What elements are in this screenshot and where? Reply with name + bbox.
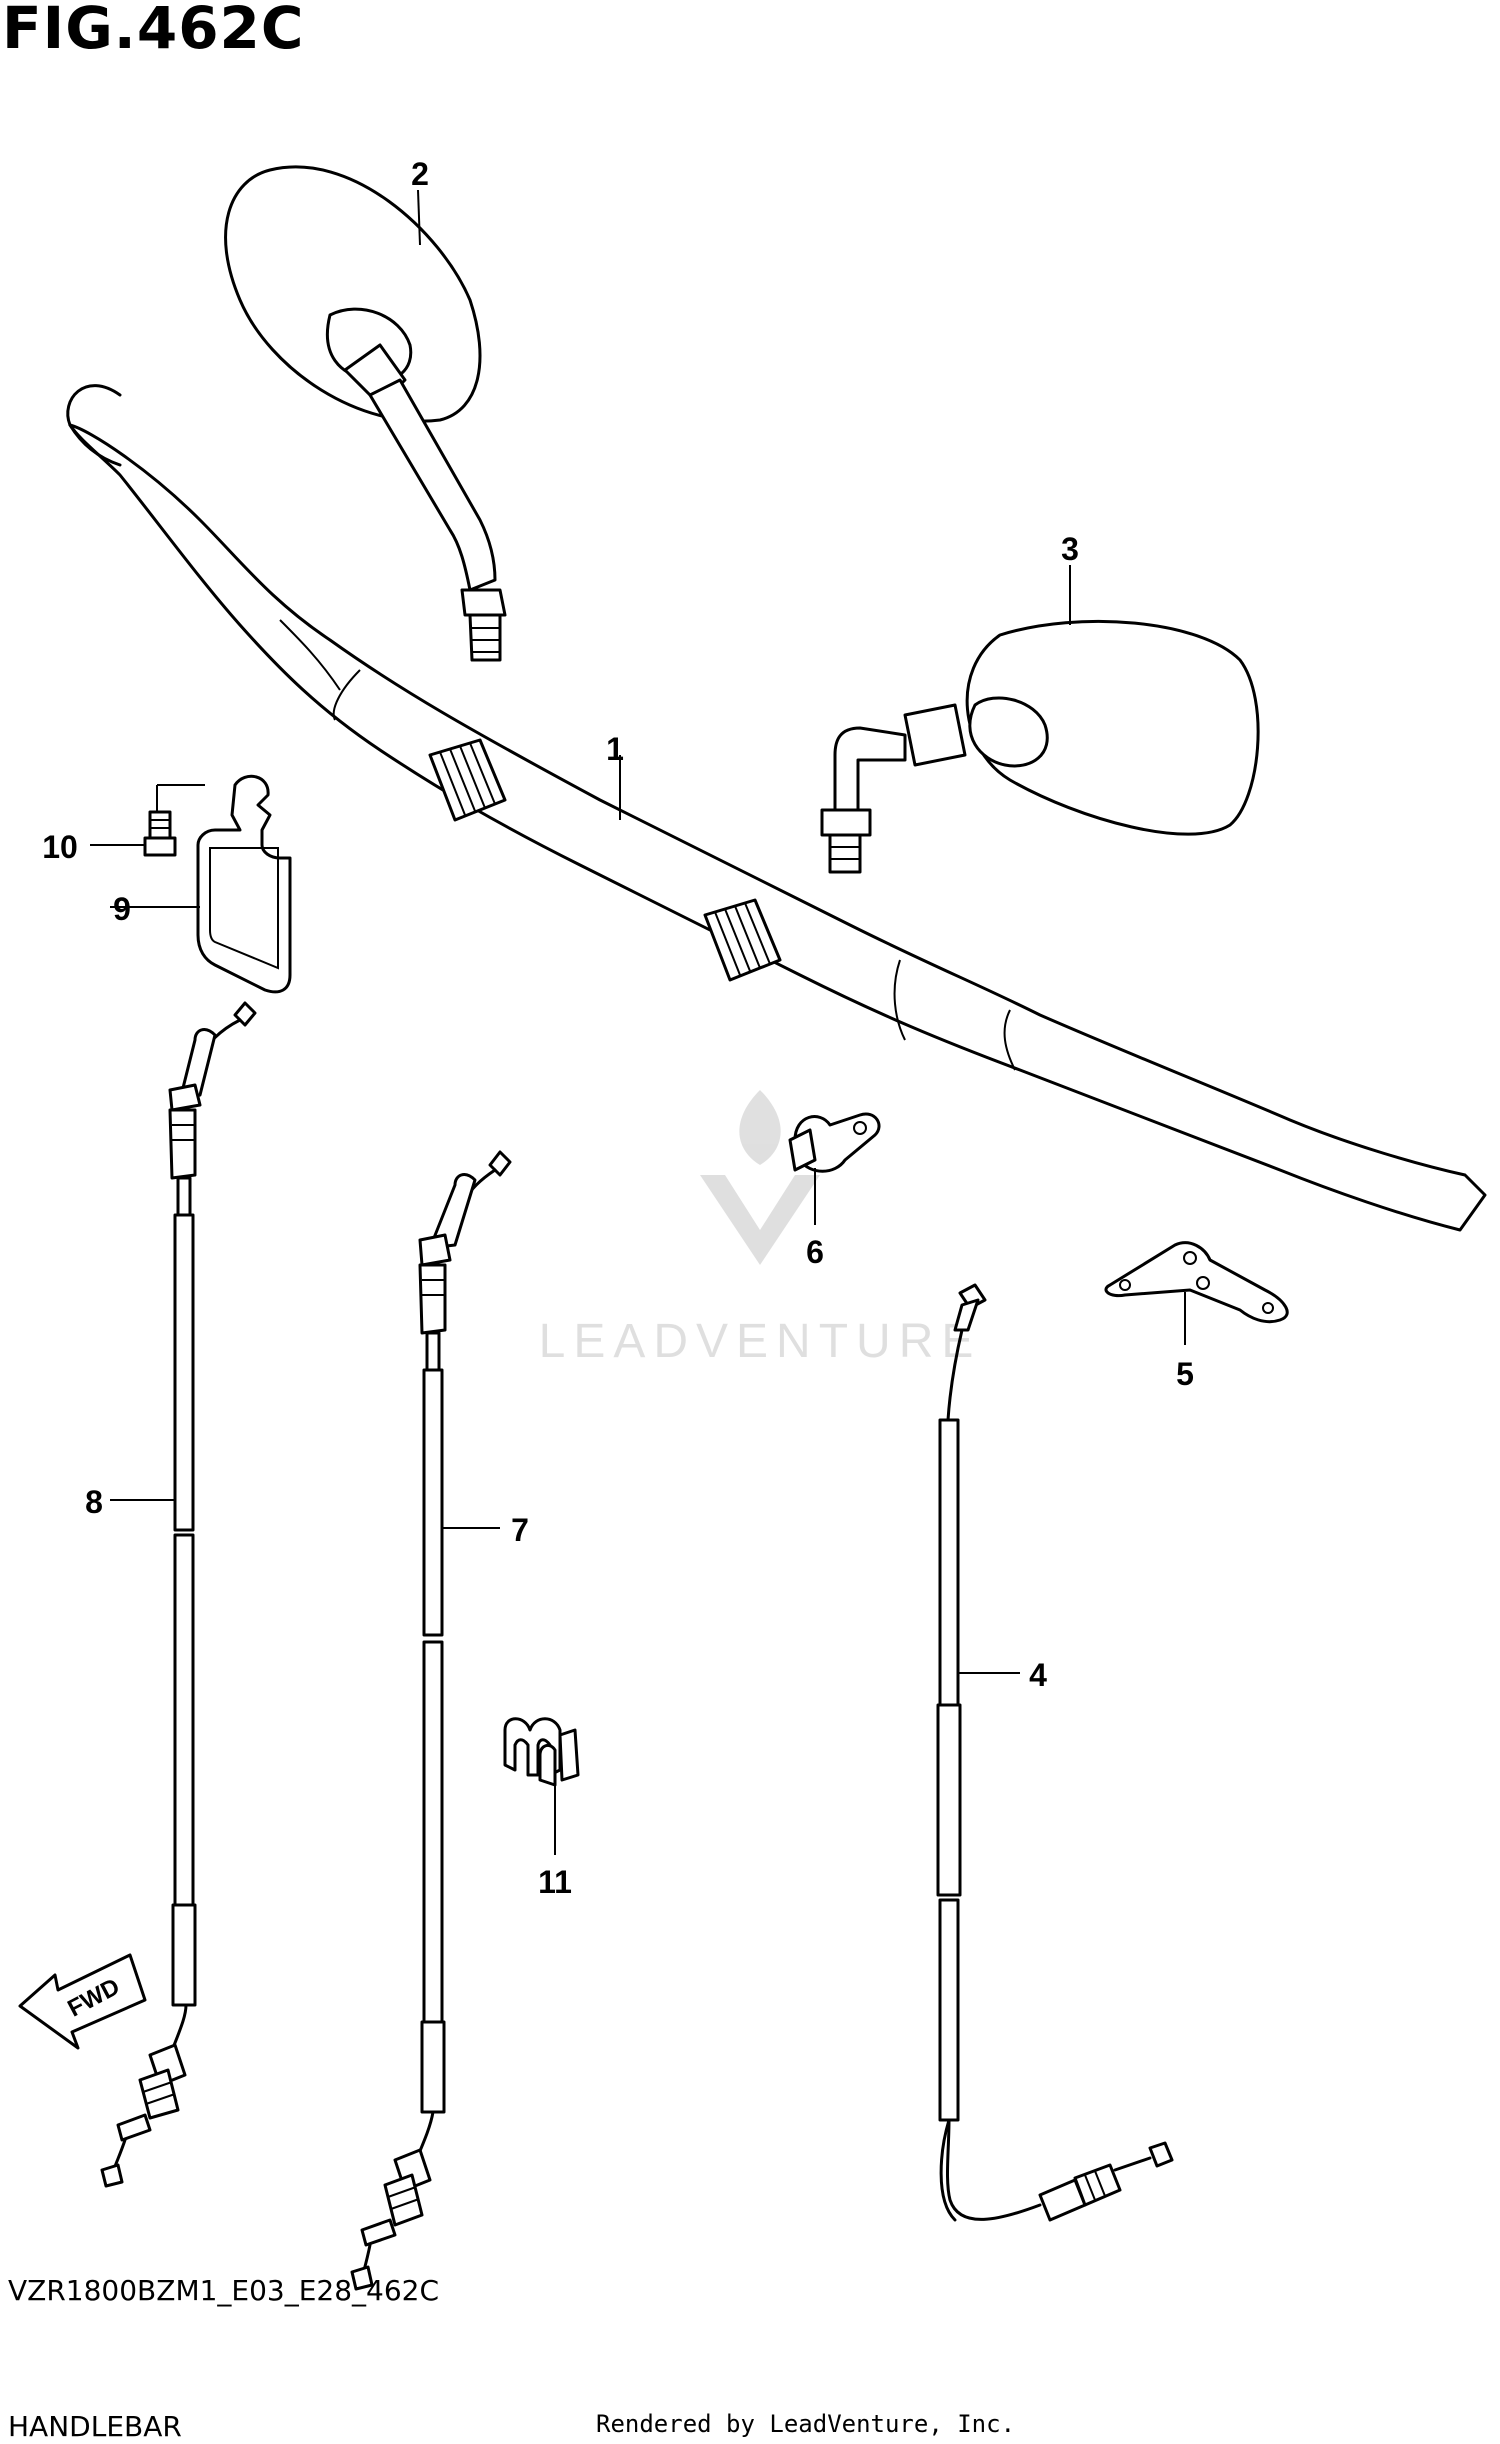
callout-2: 2 bbox=[411, 156, 429, 192]
section-name: HANDLEBAR bbox=[8, 2410, 182, 2443]
callout-3: 3 bbox=[1061, 531, 1079, 567]
mirror-right-icon bbox=[820, 619, 1260, 874]
knurled-band-2 bbox=[703, 898, 782, 982]
clip-icon bbox=[503, 1717, 580, 1787]
handlebar-icon bbox=[66, 384, 1487, 1232]
figure-title: FIG.462C bbox=[2, 0, 305, 62]
leadventure-logo-icon bbox=[700, 1090, 820, 1265]
cable-guide-icon bbox=[196, 774, 292, 994]
throttle-cable-7 bbox=[350, 1150, 512, 2291]
callout-11: 11 bbox=[538, 1864, 572, 1900]
callout-10: 10 bbox=[42, 829, 78, 865]
throttle-cable-8 bbox=[100, 1001, 257, 2188]
callout-1: 1 bbox=[606, 731, 624, 767]
leader-lines bbox=[90, 189, 1186, 1855]
knurled-band-1 bbox=[428, 738, 507, 822]
callout-9: 9 bbox=[113, 891, 131, 927]
callout-8: 8 bbox=[85, 1484, 103, 1520]
fwd-arrow-icon bbox=[18, 1953, 147, 2050]
callout-5: 5 bbox=[1176, 1356, 1194, 1392]
diagram-code: VZR1800BZM1_E03_E28_462C bbox=[8, 2274, 440, 2307]
bolt-icon bbox=[143, 810, 177, 857]
mirror-left-icon bbox=[224, 165, 507, 662]
bracket-plate-icon bbox=[1104, 1241, 1289, 1324]
callout-6: 6 bbox=[806, 1234, 824, 1270]
cable-clamp-icon bbox=[788, 1112, 881, 1173]
rendered-by: Rendered by LeadVenture, Inc. bbox=[596, 2410, 1016, 2438]
callouts: 1 2 3 4 5 6 7 8 9 10 11 bbox=[42, 156, 1194, 1900]
fwd-arrow: FWD bbox=[18, 1953, 147, 2050]
cable-icon bbox=[936, 1283, 1174, 2222]
watermark-text: LEADVENTURE bbox=[539, 1315, 982, 1368]
callout-4: 4 bbox=[1029, 1657, 1047, 1693]
watermark: LEADVENTURE bbox=[539, 1090, 982, 1368]
callout-7: 7 bbox=[511, 1512, 529, 1548]
